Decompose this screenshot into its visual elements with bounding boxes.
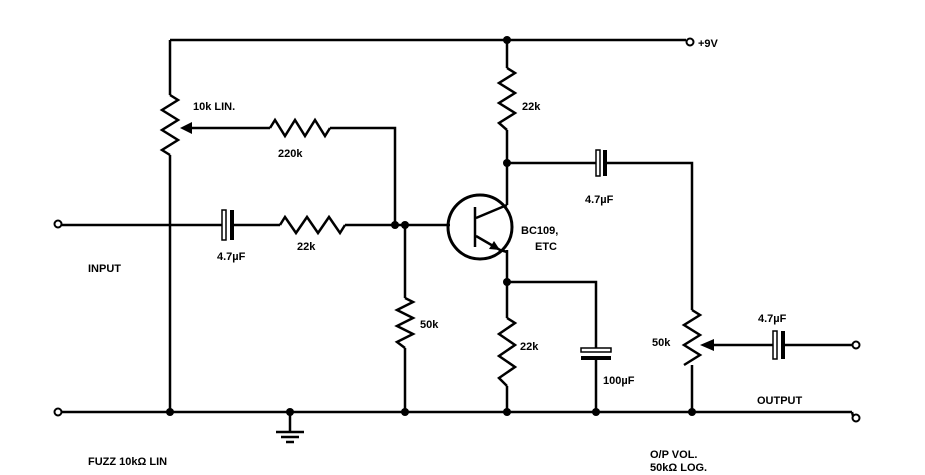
terminals — [53, 37, 861, 423]
feedback-resistor — [268, 117, 332, 139]
collector-resistor — [496, 66, 518, 131]
base-resistor — [394, 296, 416, 349]
output-label: OUTPUT — [757, 395, 803, 407]
emitter-resistor-label: 22k — [520, 341, 539, 353]
volume-caption-line2: 50kΩ LOG. — [650, 462, 707, 474]
emitter-resistor — [496, 316, 518, 387]
input-cap-label: 4.7µF — [217, 251, 246, 263]
transistor-label-line2: ETC — [535, 241, 557, 253]
output-cap-label: 4.7µF — [758, 313, 787, 325]
supply-terminal — [685, 37, 695, 47]
feedback-resistor-label: 220k — [278, 148, 303, 160]
input-ground-terminal — [53, 407, 63, 417]
output-ground-terminal — [851, 413, 861, 423]
fuzz-caption: FUZZ 10kΩ LIN — [88, 456, 167, 468]
coupling-capacitor — [595, 149, 607, 177]
emitter-cap-label: 100µF — [603, 375, 635, 387]
output-terminal — [851, 340, 861, 350]
supply-label: +9V — [698, 38, 719, 50]
transistor — [446, 193, 514, 261]
volume-pot-resistor — [681, 308, 714, 367]
output-capacitor — [772, 330, 785, 360]
emitter-capacitor — [580, 347, 612, 360]
wires — [62, 38, 852, 432]
emitter-arrow — [489, 241, 500, 250]
input-capacitor — [221, 209, 234, 241]
input-resistor — [278, 214, 347, 236]
collector-resistor-label: 22k — [522, 101, 541, 113]
junction-dots — [166, 36, 696, 416]
volume-pot-label: 50k — [652, 337, 671, 349]
input-label: INPUT — [88, 263, 121, 275]
ground-symbol — [276, 430, 304, 444]
fuzz-pot-resistor — [159, 93, 192, 157]
fuzz-pot-label: 10k LIN. — [193, 101, 235, 113]
base-resistor-label: 50k — [420, 319, 439, 331]
input-resistor-label: 22k — [297, 241, 316, 253]
volume-caption-line1: O/P VOL. — [650, 449, 697, 461]
coupling-cap-label: 4.7µF — [585, 194, 614, 206]
fuzz-pot-wiper-arrow — [180, 122, 192, 134]
input-terminal — [53, 219, 63, 229]
volume-pot-wiper-arrow — [700, 339, 714, 351]
transistor-label-line1: BC109, — [521, 225, 558, 237]
